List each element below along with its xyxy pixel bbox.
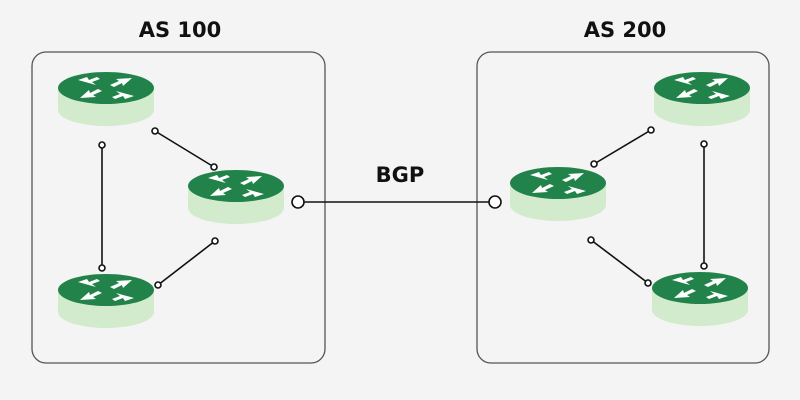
- router-icon[interactable]: [188, 170, 284, 224]
- router-icon[interactable]: [58, 72, 154, 126]
- bgp-label: BGP: [376, 163, 425, 187]
- router-icon[interactable]: [654, 72, 750, 126]
- as200-title: AS 200: [584, 18, 667, 42]
- as100-title: AS 100: [139, 18, 222, 42]
- links: [98, 126, 708, 289]
- router-icon[interactable]: [510, 167, 606, 221]
- as100-box: [31, 51, 326, 364]
- as200-box: [476, 51, 770, 364]
- router-icon[interactable]: [58, 274, 154, 328]
- router-icon[interactable]: [652, 272, 748, 326]
